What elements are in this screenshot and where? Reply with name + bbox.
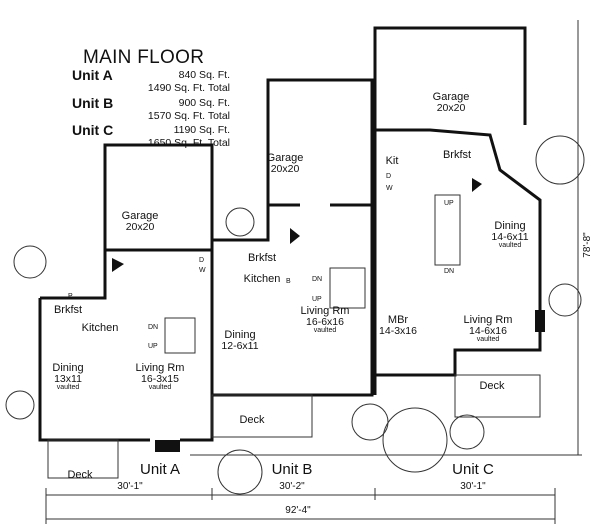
unit-b-deck: [211, 394, 313, 438]
unit-c-brkfst: Brkfst: [442, 149, 472, 161]
unit-a-garage-walls: [103, 143, 214, 250]
unit-b-kitchen: Kitchen: [243, 273, 281, 285]
overall-depth: 78'-8": [582, 232, 593, 258]
tree: [217, 449, 263, 495]
tree: [225, 207, 255, 237]
unit-a-walls: [38, 248, 214, 442]
unit-c-width: 30'-1": [460, 481, 486, 492]
summary-unit-c: Unit C: [72, 122, 114, 138]
summary-unit-a-total: 1490 Sq. Ft. Total: [147, 82, 230, 94]
unit-c-stairs: [434, 194, 461, 266]
stair-up-mark: UP: [312, 296, 322, 303]
summary-unit-a-sqft: 840 Sq. Ft.: [178, 69, 230, 81]
entry-arrow: [472, 178, 482, 192]
unit-c-garage-walls: [373, 26, 527, 130]
unit-b-garage-walls: [266, 78, 374, 205]
tree: [351, 403, 389, 441]
unit-c-kit: Kit: [385, 155, 399, 167]
washer-mark: W: [199, 267, 206, 274]
tree: [382, 407, 448, 473]
unit-b-width: 30'-2": [279, 481, 305, 492]
entry-arrow: [290, 228, 300, 244]
dryer-mark: D: [199, 257, 205, 264]
plan-title: MAIN FLOOR: [83, 47, 205, 68]
unit-c-label: Unit C: [452, 461, 494, 478]
unit-a-deck-label: Deck: [67, 469, 93, 481]
unit-c-walls: [373, 128, 542, 395]
bath-mark: B: [286, 278, 291, 285]
stair-up-mark: UP: [148, 343, 158, 350]
unit-a-width: 30'-1": [117, 481, 143, 492]
unit-a-deck: [47, 439, 119, 479]
unit-a-label: Unit A: [139, 461, 181, 478]
summary-unit-c-sqft: 1190 Sq. Ft.: [173, 124, 230, 136]
unit-b-stairs: [329, 267, 366, 309]
stair-down-mark: DN: [148, 324, 159, 331]
pantry-mark: P: [68, 293, 73, 300]
unit-c-deck-label: Deck: [479, 380, 505, 392]
summary-unit-c-total: 1650 Sq. Ft. Total: [147, 137, 230, 149]
summary-unit-b-total: 1570 Sq. Ft. Total: [147, 110, 230, 122]
unit-b-label: Unit B: [271, 461, 313, 478]
tree: [535, 135, 585, 185]
dryer-mark: D: [386, 173, 392, 180]
summary-unit-a: Unit A: [72, 67, 113, 83]
summary-unit-b-sqft: 900 Sq. Ft.: [178, 97, 230, 109]
stair-up-mark: UP: [444, 200, 454, 207]
unit-b-deck-label: Deck: [239, 414, 265, 426]
unit-b-brkfst: Brkfst: [247, 252, 277, 264]
tree: [13, 245, 47, 279]
summary-unit-b: Unit B: [72, 95, 114, 111]
entry-arrow: [112, 258, 124, 272]
tree: [449, 414, 485, 450]
overall-width: 92'-4": [285, 505, 311, 516]
stair-down-mark: DN: [444, 268, 455, 275]
washer-mark: W: [386, 185, 393, 192]
stair-down-mark: DN: [312, 276, 323, 283]
unit-a-kitchen: Kitchen: [81, 322, 119, 334]
unit-a-brkfst: Brkfst: [53, 304, 83, 316]
fireplace: [155, 440, 180, 452]
fireplace: [535, 310, 545, 332]
unit-a-stairs: [164, 317, 196, 354]
tree: [548, 283, 582, 317]
tree: [5, 390, 35, 420]
unit-c-deck: [454, 374, 541, 418]
